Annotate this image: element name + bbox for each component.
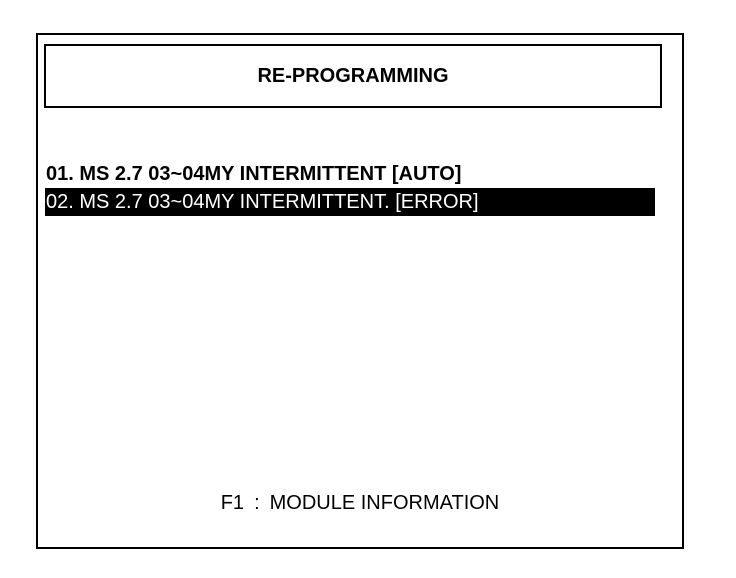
device-screen: RE-PROGRAMMING 01. MS 2.7 03~04MY INTERM… — [36, 33, 684, 549]
module-information-label: MODULE INFORMATION — [269, 492, 500, 514]
footer-separator: : — [254, 492, 260, 514]
page-title: RE-PROGRAMMING — [257, 64, 449, 87]
menu-item-error[interactable]: 02. MS 2.7 03~04MY INTERMITTENT. [ERROR] — [45, 188, 655, 216]
menu-item-auto[interactable]: 01. MS 2.7 03~04MY INTERMITTENT [AUTO] — [45, 160, 655, 188]
f1-key-label: F1 — [220, 492, 245, 514]
title-bar: RE-PROGRAMMING — [44, 44, 662, 108]
function-key-hint[interactable]: F1: MODULE INFORMATION — [38, 492, 682, 515]
menu-item-label: 02. MS 2.7 03~04MY INTERMITTENT. [ERROR] — [46, 191, 479, 213]
menu-list: 01. MS 2.7 03~04MY INTERMITTENT [AUTO] 0… — [45, 160, 655, 216]
menu-item-label: 01. MS 2.7 03~04MY INTERMITTENT [AUTO] — [46, 163, 462, 185]
